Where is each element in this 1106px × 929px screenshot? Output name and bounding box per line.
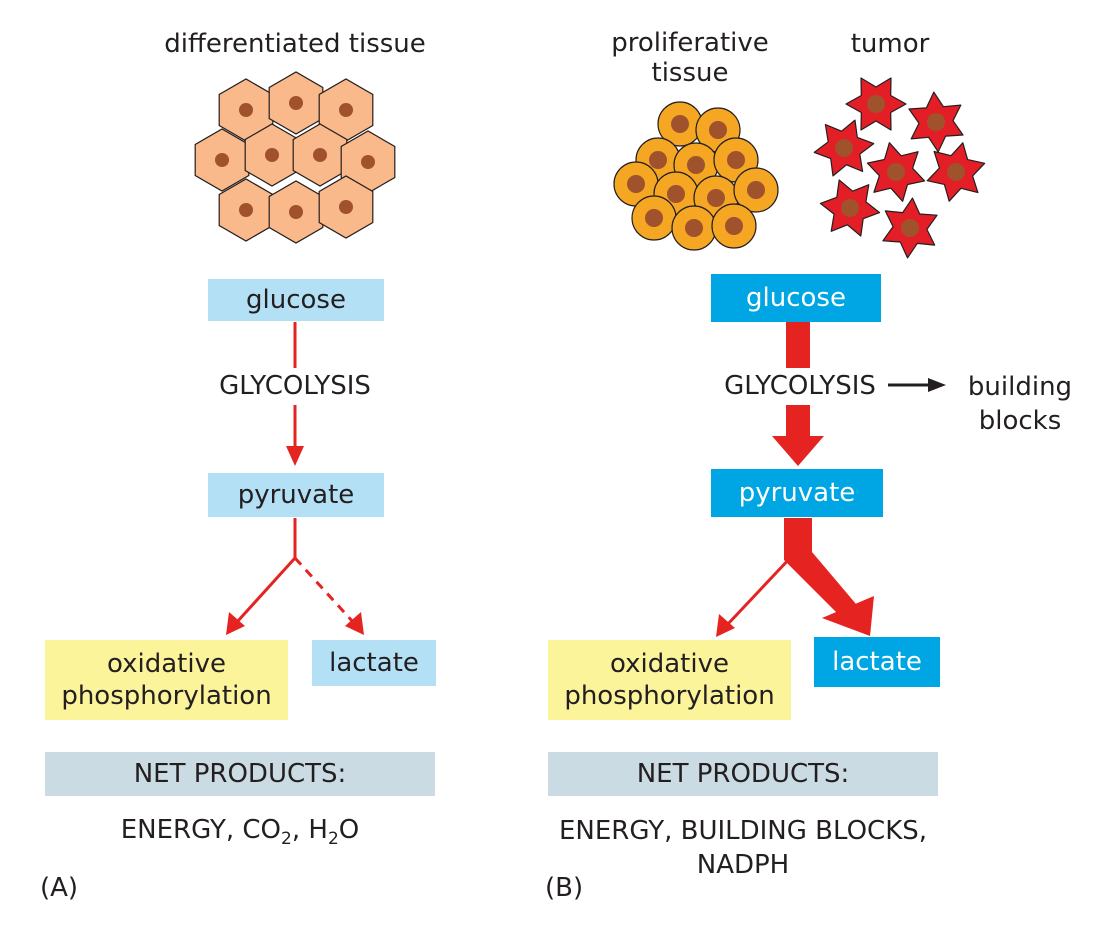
- cell-nucleus: [339, 200, 353, 214]
- b-glucose-to-glycolysis-bar: [786, 322, 810, 368]
- b-lactate-thick-band: [784, 552, 856, 614]
- cell-nucleus: [841, 199, 859, 217]
- a-net-products-list: ENERGY, CO2, H2O: [120, 815, 360, 850]
- cell-nucleus: [707, 189, 725, 207]
- a-glucose-box: glucose: [208, 279, 384, 321]
- b-lactate-arrowhead: [822, 596, 874, 636]
- a-glycolysis-label: GLYCOLYSIS: [219, 371, 371, 401]
- cell-nucleus: [289, 205, 303, 219]
- cell-nucleus: [687, 156, 705, 174]
- b-oxphos-arrowhead: [716, 614, 735, 637]
- cell-nucleus: [671, 115, 689, 133]
- a-pyruvate-box: pyruvate: [208, 473, 384, 517]
- cell-nucleus: [667, 185, 685, 203]
- a-oxphos-line1: oxidative: [107, 649, 226, 679]
- cell-nucleus: [727, 151, 745, 169]
- b-glycolysis-label: GLYCOLYSIS: [724, 371, 876, 401]
- b-net-products-list: ENERGY, BUILDING BLOCKS, NADPH: [558, 816, 928, 880]
- b-proliferative-tissue-label: proliferative tissue: [611, 28, 769, 88]
- cell-nucleus: [265, 148, 279, 162]
- differentiated-tissue-cells: [194, 71, 396, 244]
- b-building-blocks-label: building blocks: [967, 372, 1073, 436]
- a-panel-label: (A): [40, 873, 79, 903]
- b-glucose-box: glucose: [711, 274, 881, 322]
- b-oxphos-line1: oxidative: [610, 649, 729, 679]
- a-lactate-dashed-line: [293, 556, 355, 624]
- a-oxphos-line2: phosphorylation: [61, 681, 272, 711]
- b-pyruvate-stem: [784, 518, 812, 560]
- cell-nucleus: [947, 163, 965, 181]
- cell-nucleus: [289, 96, 303, 110]
- cell-nucleus: [239, 103, 253, 117]
- cell-nucleus: [649, 151, 667, 169]
- b-lactate-box: lactate: [814, 637, 940, 687]
- b-oxidative-phosphorylation-box: oxidative phosphorylation: [548, 640, 791, 720]
- tumor-cells: [813, 77, 986, 259]
- cell-nucleus: [215, 153, 229, 167]
- cell-nucleus: [867, 95, 885, 113]
- b-tumor-label: tumor: [850, 29, 930, 59]
- cell-nucleus: [239, 203, 253, 217]
- b-pyruvate-arrowhead: [772, 436, 824, 466]
- cell-nucleus: [835, 139, 853, 157]
- cell-nucleus: [339, 103, 353, 117]
- a-lactate-arrowhead: [345, 612, 364, 635]
- cell-nucleus: [361, 155, 375, 169]
- a-oxphos-arrowhead: [226, 612, 245, 635]
- cell-nucleus: [685, 219, 703, 237]
- a-net-products-header: NET PRODUCTS:: [45, 752, 435, 796]
- b-glycolysis-to-pyruvate-bar: [786, 405, 810, 439]
- a-oxphos-line: [235, 556, 297, 624]
- proliferative-tissue-cells: [613, 101, 779, 251]
- b-oxphos-line: [725, 554, 794, 627]
- a-pyruvate-arrowhead: [286, 446, 304, 466]
- cell-nucleus: [747, 181, 765, 199]
- cell-nucleus: [901, 219, 919, 237]
- b-oxphos-line2: phosphorylation: [564, 681, 775, 711]
- cell-nucleus: [927, 113, 945, 131]
- cell-nucleus: [709, 121, 727, 139]
- b-net-products-header: NET PRODUCTS:: [548, 752, 938, 796]
- a-differentiated-tissue-label: differentiated tissue: [164, 29, 426, 59]
- cell-nucleus: [627, 175, 645, 193]
- a-lactate-box: lactate: [312, 640, 436, 686]
- b-pyruvate-box: pyruvate: [711, 469, 883, 517]
- a-oxidative-phosphorylation-box: oxidative phosphorylation: [45, 640, 288, 720]
- b-panel-label: (B): [545, 873, 584, 903]
- cell-nucleus: [313, 148, 327, 162]
- b-building-blocks-arrowhead: [928, 378, 946, 392]
- cell-nucleus: [887, 163, 905, 181]
- cell-nucleus: [725, 217, 743, 235]
- cell-nucleus: [645, 209, 663, 227]
